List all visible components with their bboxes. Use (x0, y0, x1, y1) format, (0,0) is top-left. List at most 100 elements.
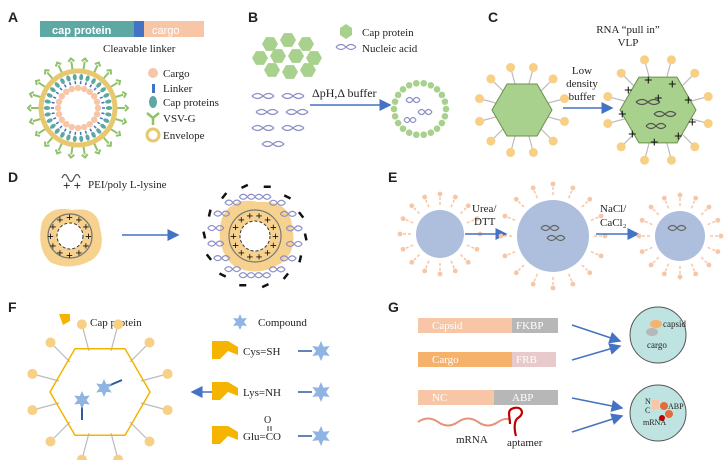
plus-icon: + (246, 209, 253, 223)
arrow-icon (571, 324, 622, 344)
star-icon (312, 426, 330, 446)
cationic-vlp: ++++++++++++ (40, 208, 102, 267)
cap-protein-unit (60, 131, 65, 138)
plus-icon: + (232, 238, 239, 252)
cap-protein-unit (399, 125, 407, 132)
panel-e: E Urea/ DTT NaCl/ CaCl₂ (388, 169, 724, 291)
cargo-inner-label: cargo (647, 340, 667, 350)
spike-head (45, 337, 56, 348)
spike-head (162, 405, 173, 416)
dash-mark (303, 233, 308, 241)
spike-head (690, 142, 700, 152)
empty-vlp-hexagon (474, 62, 570, 158)
surface-spike (567, 187, 574, 199)
cargo-unit (86, 88, 93, 96)
surface-dot (422, 268, 428, 274)
spike-head (144, 436, 155, 447)
abp-inner-label: ABP (668, 402, 684, 411)
plus-icon: + (66, 248, 73, 262)
vsvg-spike (81, 57, 89, 63)
spike-head (76, 454, 87, 460)
spike-head (506, 62, 516, 72)
cargo-unit (68, 85, 76, 93)
cargo-unit (93, 98, 101, 106)
surface-dot (636, 233, 642, 239)
surface-dot (550, 285, 556, 291)
vlp-shell (228, 209, 282, 263)
cargo-unit (80, 85, 88, 93)
plus-icon: + (270, 238, 277, 252)
vsvg-spike (115, 130, 122, 137)
spike-head (486, 136, 496, 146)
surface-dot (400, 246, 406, 252)
vesicle-body (655, 211, 705, 261)
vsvg-spike (34, 79, 41, 86)
cargo-unit (55, 110, 63, 118)
linker-unit (93, 125, 97, 129)
mrna-inner-label: mRNA (643, 418, 666, 427)
rna-pull-in-title: RNA “pull in” (596, 24, 660, 36)
hexagon-icon (298, 37, 314, 51)
vsvg-spike (54, 61, 62, 67)
surface-dot (718, 233, 724, 239)
plus-icon: + (76, 245, 83, 259)
cargo-unit (58, 116, 66, 123)
vsvg-spike (106, 69, 113, 75)
surface-spike (459, 253, 469, 263)
vesicle-body (416, 210, 464, 258)
lys-nh-label: Lys=NH (243, 387, 281, 399)
star-icon (96, 379, 112, 397)
spike-head (76, 319, 87, 330)
surface-dot (598, 253, 604, 259)
plus-icon: + (674, 129, 683, 145)
cap-protein-unit (66, 134, 71, 141)
helix-icon (281, 124, 305, 132)
plus-icon: + (47, 229, 54, 243)
legend-cap-proteins: Cap proteins (163, 97, 219, 109)
assembled-vlp (390, 79, 450, 139)
spike-head (603, 92, 613, 102)
surface-dot (693, 271, 699, 277)
spike-head (603, 118, 613, 128)
cargo-bar-g-label: Cargo (432, 354, 459, 366)
surface-dot (502, 213, 508, 219)
vesicle-swollen (498, 181, 608, 291)
cap-protein-unit (44, 112, 51, 117)
c-terminus-label: C (645, 406, 650, 415)
surface-dot (570, 185, 576, 191)
linker-unit (63, 128, 67, 132)
vsvg-spike (43, 141, 50, 147)
spike-head (474, 94, 484, 104)
plus-icon: + (668, 77, 677, 93)
dash-mark (207, 209, 212, 217)
vsvg-legend-icon (146, 112, 160, 125)
helix-icon (335, 43, 357, 51)
helix-icon (61, 173, 81, 183)
cap-protein-unit (60, 78, 65, 85)
panel-c-letter: C (488, 9, 498, 25)
helix-icon (261, 140, 285, 148)
vsvg-spike (34, 130, 41, 137)
spike-head (528, 148, 538, 158)
panel-d-letter: D (8, 169, 18, 185)
plus-icon: + (238, 213, 245, 227)
vsvg-spike (81, 153, 89, 159)
panel-g: G Capsid FKBP Cargo FRB NC ABP mRNA apta… (388, 299, 687, 449)
rna-loaded-vlp-hexagon: ++++++++++ (603, 55, 713, 165)
cleavable-linker-caption: Cleavable linker (103, 43, 176, 55)
helix-icon (635, 98, 661, 106)
cap-protein-unit (46, 118, 53, 123)
vsvg-spike (54, 149, 62, 155)
cap-protein-unit (433, 86, 441, 93)
helix-icon (417, 108, 433, 116)
cargo-unit (63, 88, 70, 96)
surface-dot (422, 194, 428, 200)
star-icon (233, 314, 247, 330)
vsvg-spike (67, 57, 75, 63)
helix-icon (213, 255, 231, 262)
hexagon-icon (491, 83, 553, 137)
fkbp-bar (512, 318, 558, 333)
vsvg-spike (109, 127, 119, 135)
linker-unit (68, 130, 72, 134)
surface-dot (474, 216, 480, 222)
